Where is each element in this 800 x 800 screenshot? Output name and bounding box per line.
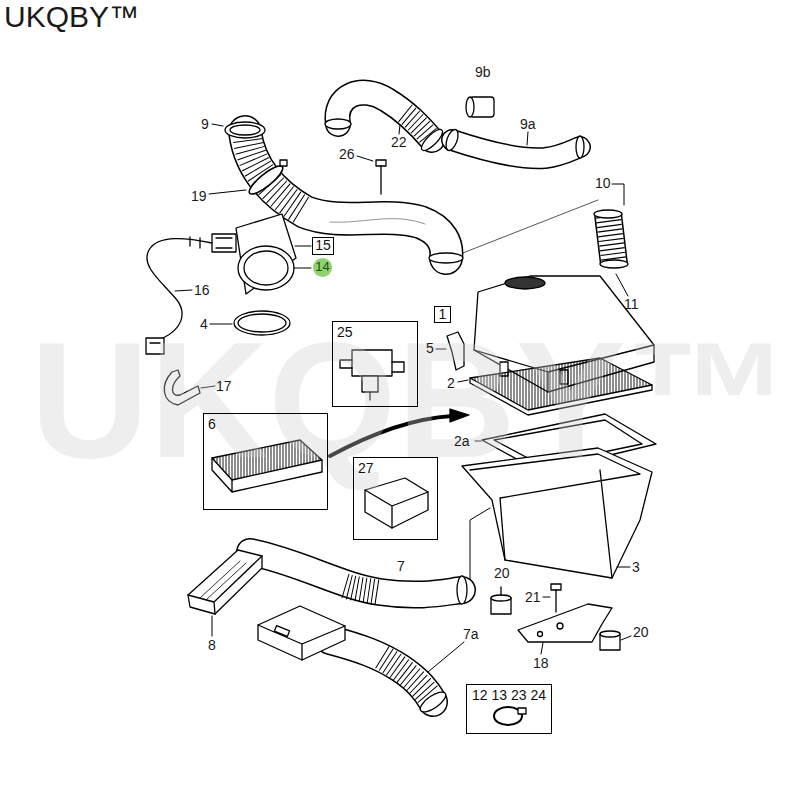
watermark: UKQBY™ [30, 318, 791, 483]
detail-box: 27 [353, 457, 438, 540]
callout-number: 12 13 23 24 [472, 688, 546, 703]
callout-number: 14 [315, 260, 329, 274]
callout-number: 2 [447, 376, 455, 390]
callout-number: 7a [463, 627, 479, 641]
callout-box: 15 [312, 237, 334, 255]
callout-number: 2a [454, 434, 470, 448]
detail-box: 12 13 23 24 [466, 684, 552, 734]
callout-number: 5 [426, 341, 434, 355]
detail-box: 25 [332, 321, 418, 407]
callout-number: 8 [208, 638, 216, 652]
callout-number: 4 [200, 317, 208, 331]
callout-number: 20 [494, 566, 510, 580]
highlight-circle: 14 [313, 258, 332, 277]
callout-number: 17 [216, 379, 232, 393]
callout-number: 19 [191, 189, 207, 203]
callout-number: 25 [337, 325, 353, 340]
callout-number: 9 [201, 117, 209, 131]
callout-number: 18 [533, 656, 549, 670]
callout-number: 27 [358, 461, 374, 476]
callout-number: 10 [595, 176, 611, 190]
callout-number: 1 [439, 307, 447, 322]
callout-number: 6 [208, 417, 216, 432]
callout-number: 9a [520, 117, 536, 131]
callout-number: 16 [194, 283, 210, 297]
callout-number: 11 [624, 297, 639, 311]
callout-number: 15 [315, 238, 331, 253]
callout-box: 1 [434, 306, 451, 323]
callout-number: 7 [397, 559, 405, 573]
brand-name: UKQBY™ [4, 2, 139, 32]
callout-number: 3 [632, 560, 640, 574]
callout-number: 20 [633, 625, 649, 639]
callout-number: 9b [475, 65, 491, 79]
callout-number: 22 [391, 135, 407, 149]
callout-number: 26 [339, 147, 355, 161]
callout-number: 21 [525, 590, 541, 604]
detail-box: 6 [203, 413, 328, 510]
